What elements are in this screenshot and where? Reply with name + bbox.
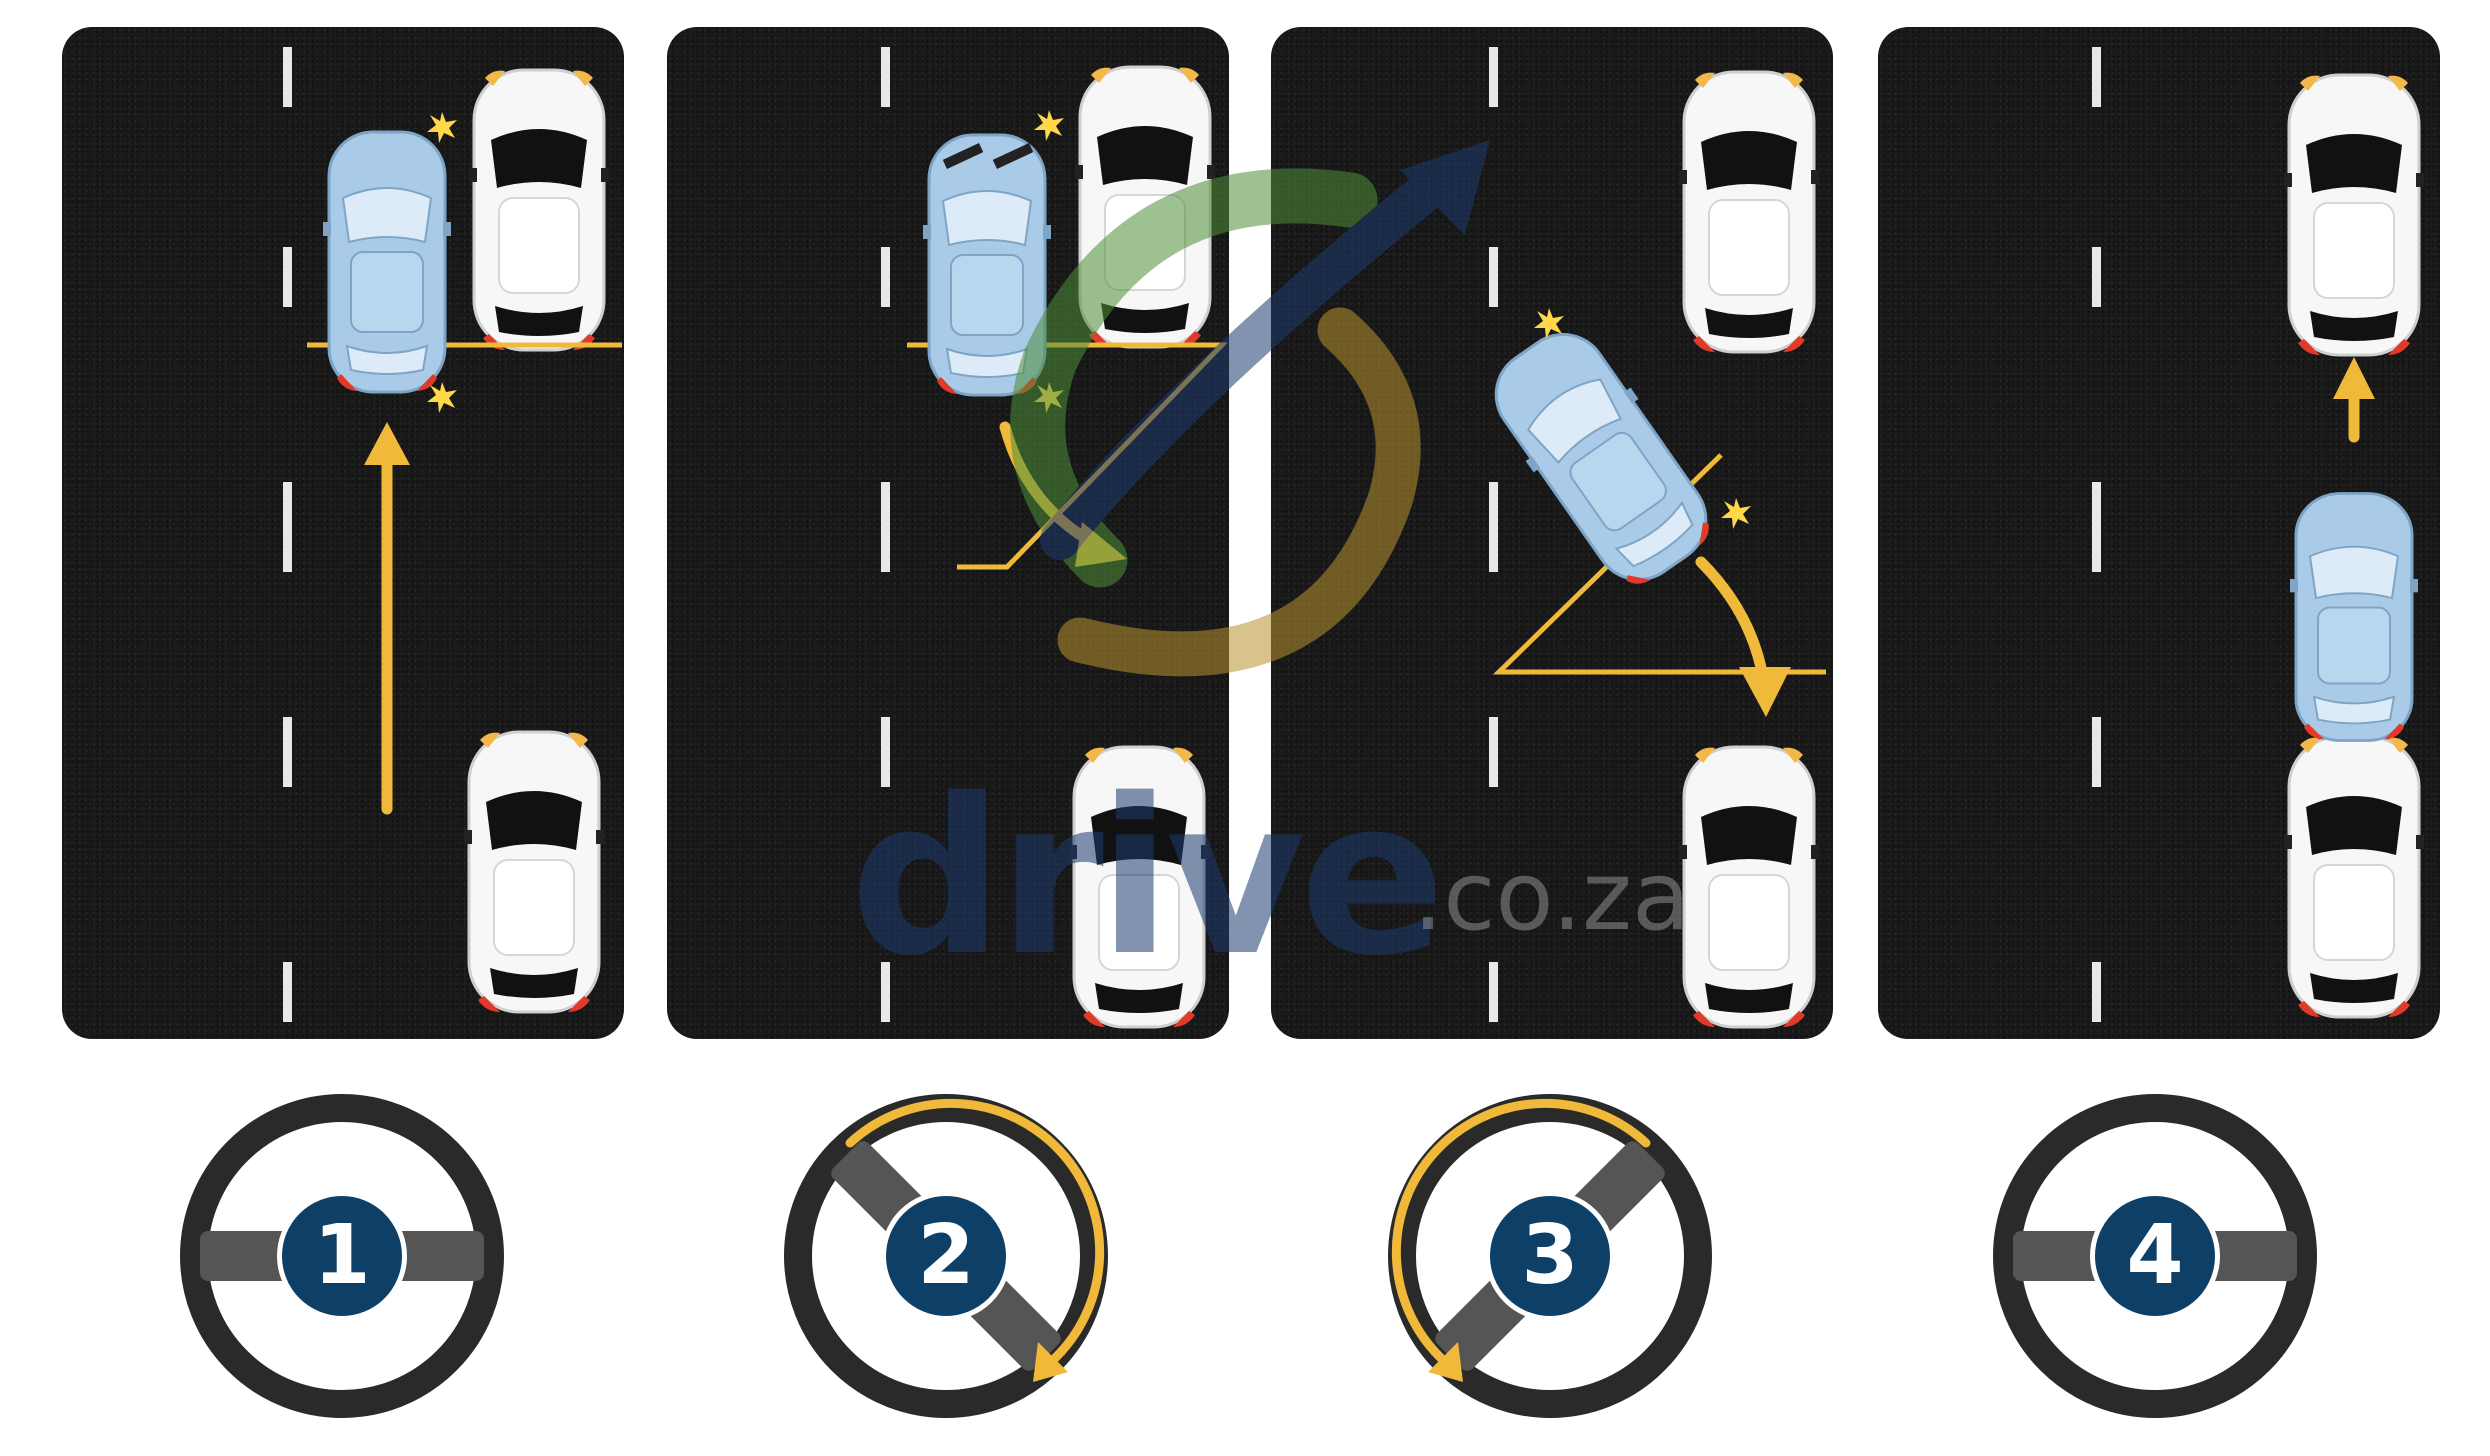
learner-car-icon [2288, 492, 2420, 742]
watermark-logo-icon [1010, 140, 1490, 677]
step-2-number-badge: 2 [881, 1191, 1011, 1321]
step-4-road-scene [2092, 47, 2426, 1022]
arrow-head-icon [2333, 357, 2375, 399]
step-1-panel [62, 27, 624, 1039]
parked-car-front-icon [1677, 70, 1821, 354]
step-2-steering-wheel: 2 [776, 1086, 1116, 1426]
step-4-panel [1878, 27, 2440, 1039]
reverse-arrow-icon [1695, 556, 1769, 683]
step-1-steering-wheel: 1 [172, 1086, 512, 1426]
arrow-head-icon [1033, 1342, 1068, 1382]
step-1-number-badge: 1 [277, 1191, 407, 1321]
indicator-light-icon [427, 382, 457, 413]
step-3-steering-wheel: 3 [1380, 1086, 1720, 1426]
parked-car-rear-icon [1677, 745, 1821, 1029]
clockwise-turn-arrow-icon [845, 1098, 1105, 1366]
lane-markings [2092, 47, 2101, 1022]
step-3-number-badge: 3 [1485, 1191, 1615, 1321]
parked-car-rear-icon [462, 730, 606, 1014]
step-4-steering-wheel: 4 [1985, 1086, 2325, 1426]
step-1-road-scene [283, 47, 622, 1022]
parked-car-rear-icon [2282, 735, 2426, 1019]
watermark-domain: .co.za [1413, 842, 1691, 952]
indicator-light-icon [427, 112, 457, 143]
wheel-marker [942, 143, 984, 169]
indicator-light-icon [1721, 498, 1751, 529]
parked-car-front-icon [467, 68, 611, 352]
counter-clockwise-turn-arrow-icon [1391, 1098, 1651, 1366]
wheel-marker [992, 143, 1034, 169]
step-2-panel [667, 27, 1229, 1039]
parked-car-front-icon [2282, 73, 2426, 357]
indicator-light-icon [1034, 110, 1064, 141]
watermark-brand: drive [850, 752, 1446, 1003]
step-3-road-scene [1472, 47, 1826, 1029]
learner-car-icon [321, 130, 453, 394]
arrow-head-icon [364, 422, 410, 465]
arrow-head-icon [1428, 1342, 1463, 1382]
arrow-head-icon [1739, 667, 1791, 717]
step-4-number-badge: 4 [2090, 1191, 2220, 1321]
lane-markings [283, 47, 292, 1022]
